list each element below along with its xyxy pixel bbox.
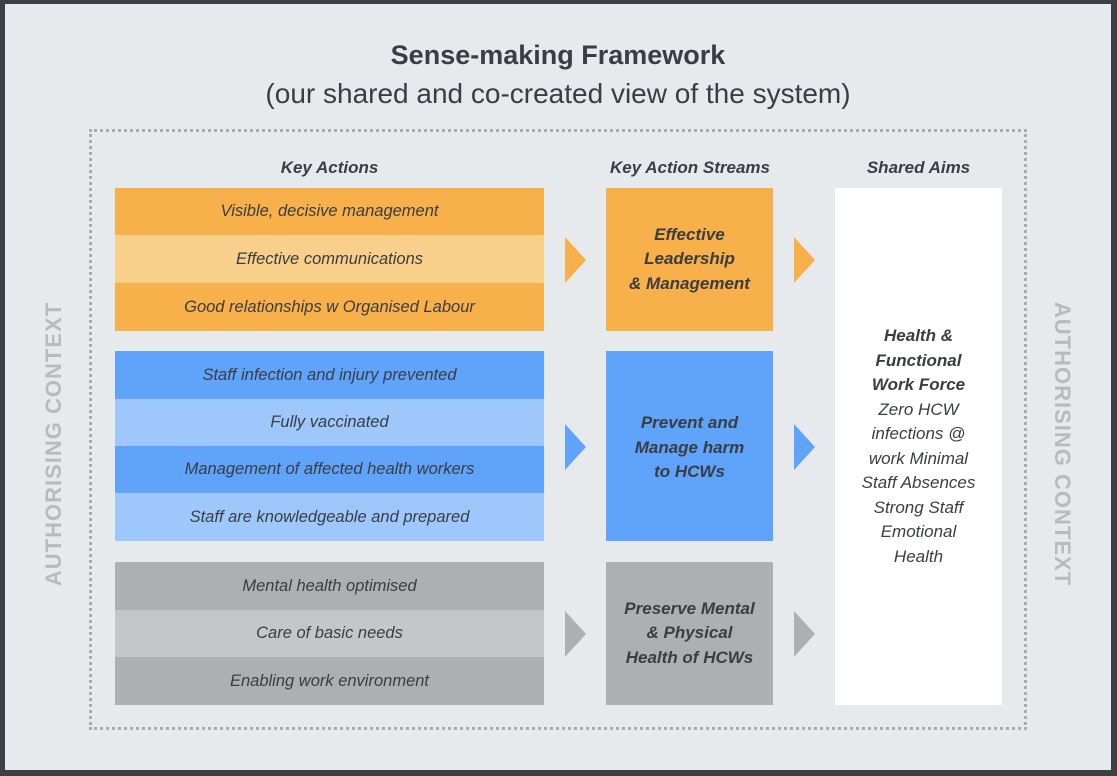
- aims-heading-line: Health &: [884, 326, 953, 345]
- arrow-right-icon: [794, 237, 815, 283]
- action-row: Mental health optimised: [115, 562, 544, 610]
- aims-heading-line: Functional: [875, 350, 962, 370]
- key-actions-mental-physical: Mental health optimised Care of basic ne…: [115, 562, 544, 705]
- arrow-right-icon: [794, 424, 815, 470]
- header-shared-aims: Shared Aims: [866, 158, 971, 177]
- shared-aims-box: Health & Functional Work Force Zero HCW …: [835, 188, 1002, 705]
- aims-heading-line: Work Force: [871, 375, 966, 394]
- authorising-context-border: [89, 129, 1027, 730]
- action-row: Enabling work environment: [115, 657, 544, 705]
- aims-body-line: Staff Absences: [861, 473, 976, 492]
- stream-line: & Management: [629, 273, 750, 293]
- key-actions-leadership: Visible, decisive management Effective c…: [115, 188, 544, 331]
- action-row: Fully vaccinated: [115, 399, 544, 446]
- aims-body-line: Zero HCW: [878, 399, 959, 419]
- stream-line: Manage harm: [634, 437, 745, 457]
- action-row: Staff infection and injury prevented: [115, 351, 544, 399]
- arrow-right-icon: [565, 611, 586, 657]
- stream-line: Prevent and: [640, 413, 739, 432]
- diagram-subtitle: (our shared and co-created view of the s…: [265, 78, 851, 109]
- header-key-actions: Key Actions: [280, 158, 379, 177]
- arrow-right-icon: [565, 237, 586, 283]
- side-label-left: AUTHORISING CONTEXT: [41, 301, 66, 587]
- diagram-frame: Sense-making Framework (our shared and c…: [5, 4, 1111, 770]
- action-row: Good relationships w Organised Labour: [115, 283, 544, 331]
- arrow-right-icon: [794, 611, 815, 657]
- action-row: Visible, decisive management: [115, 188, 544, 235]
- action-row: Staff are knowledgeable and prepared: [115, 493, 544, 541]
- header-key-action-streams: Key Action Streams: [610, 158, 770, 177]
- aims-body-line: infections @: [871, 424, 966, 443]
- action-row: Effective communications: [115, 235, 544, 283]
- side-label-right: AUTHORISING CONTEXT: [1050, 301, 1075, 587]
- stream-line: Health of HCWs: [625, 647, 754, 667]
- arrow-right-icon: [565, 424, 586, 470]
- aims-body-line: work Minimal: [868, 448, 969, 468]
- stream-line: to HCWs: [654, 462, 725, 481]
- aims-body-line: Strong Staff: [873, 497, 964, 517]
- action-row: Management of affected health workers: [115, 446, 544, 493]
- key-actions-prevent-harm: Staff infection and injury prevented Ful…: [115, 351, 544, 541]
- stream-line: Leadership: [644, 249, 735, 269]
- aims-body-line: Emotional: [880, 522, 957, 541]
- stream-line: Effective: [654, 224, 725, 244]
- stream-line: Preserve Mental: [624, 598, 755, 618]
- aims-body-line: Health: [893, 546, 944, 566]
- stream-line: & Physical: [646, 623, 733, 643]
- diagram-title: Sense-making Framework: [390, 40, 726, 70]
- action-row: Care of basic needs: [115, 610, 544, 657]
- aims-heading: Health & Functional Work Force: [872, 324, 965, 398]
- aims-body: Zero HCW infections @ work Minimal Staff…: [862, 398, 976, 570]
